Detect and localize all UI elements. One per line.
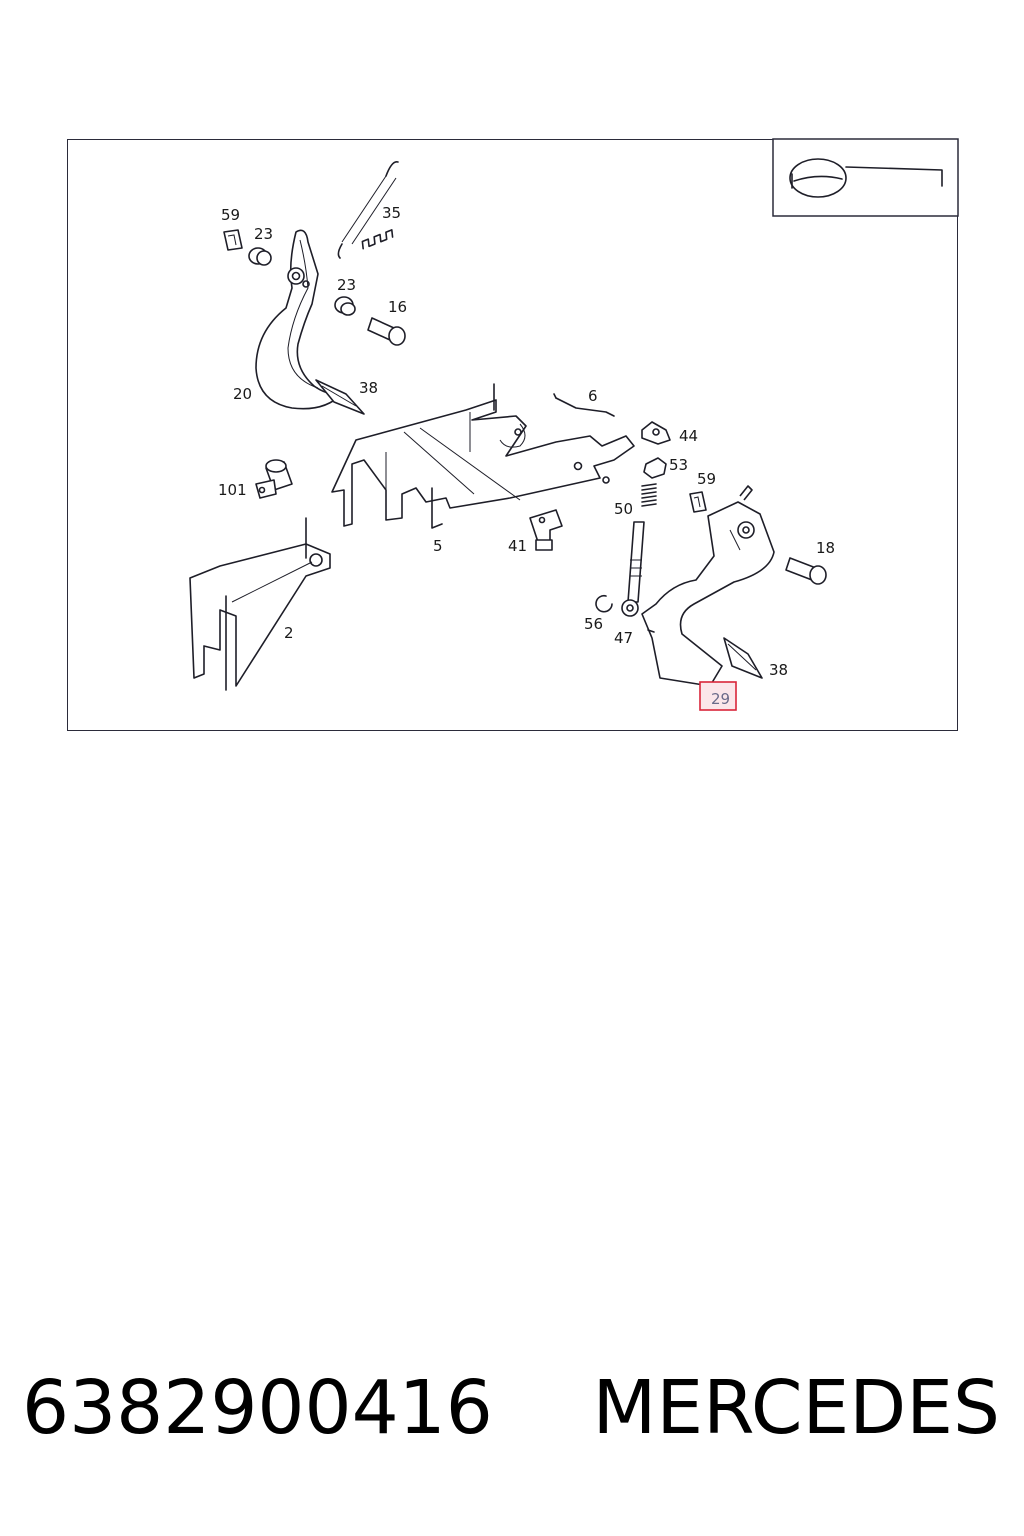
footer: 6382900416 MERCEDES bbox=[0, 1365, 1024, 1465]
part-47-push-rod bbox=[621, 521, 645, 617]
part-29-pedal bbox=[641, 485, 775, 687]
label-6[interactable]: 6 bbox=[588, 387, 598, 405]
label-101[interactable]: 101 bbox=[218, 481, 247, 499]
label-50[interactable]: 50 bbox=[614, 500, 633, 518]
label-16[interactable]: 16 bbox=[388, 298, 407, 316]
label-35[interactable]: 35 bbox=[382, 204, 401, 222]
label-23-top[interactable]: 23 bbox=[254, 225, 273, 243]
highlight-box-29 bbox=[699, 681, 737, 711]
part-23-bushing-mid bbox=[334, 296, 356, 316]
part-38-pad-upper bbox=[315, 379, 365, 415]
part-59-clip-right bbox=[689, 491, 707, 513]
part-18-pin bbox=[785, 557, 827, 585]
part-41-bracket bbox=[529, 509, 563, 551]
label-5[interactable]: 5 bbox=[433, 537, 443, 555]
label-2[interactable]: 2 bbox=[284, 624, 294, 642]
label-20[interactable]: 20 bbox=[233, 385, 252, 403]
label-23-mid[interactable]: 23 bbox=[337, 276, 356, 294]
part-6-rod bbox=[553, 393, 615, 417]
label-59-right[interactable]: 59 bbox=[697, 470, 716, 488]
label-56[interactable]: 56 bbox=[584, 615, 603, 633]
label-41[interactable]: 41 bbox=[508, 537, 527, 555]
part-56-circlip bbox=[595, 594, 613, 613]
part-5-main-bracket bbox=[331, 383, 635, 529]
label-38-upper[interactable]: 38 bbox=[359, 379, 378, 397]
part-38-pad-lower bbox=[723, 637, 763, 679]
label-44[interactable]: 44 bbox=[679, 427, 698, 445]
part-44-clip bbox=[641, 421, 671, 445]
brand-name: MERCEDES bbox=[592, 1365, 1000, 1451]
label-38-lower[interactable]: 38 bbox=[769, 661, 788, 679]
part-23-bushing-top bbox=[248, 247, 272, 266]
part-35-spring bbox=[337, 160, 399, 259]
callout-labels: 59 23 35 23 16 20 38 6 44 53 101 59 50 5… bbox=[218, 204, 835, 708]
steering-wheel-inset bbox=[772, 138, 959, 217]
part-59-clip-left bbox=[223, 229, 243, 251]
part-53-nut bbox=[643, 457, 667, 479]
steering-wheel-icon bbox=[789, 158, 943, 198]
part-2-lower-bracket bbox=[189, 517, 331, 691]
label-18[interactable]: 18 bbox=[816, 539, 835, 557]
label-29[interactable]: 29 bbox=[711, 690, 730, 708]
label-59-left[interactable]: 59 bbox=[221, 206, 240, 224]
part-50-spring bbox=[641, 483, 657, 507]
part-16-pin bbox=[367, 317, 406, 346]
part-101-switch bbox=[255, 459, 293, 499]
label-53[interactable]: 53 bbox=[669, 456, 688, 474]
part-number: 6382900416 bbox=[22, 1365, 493, 1451]
label-47[interactable]: 47 bbox=[614, 629, 633, 647]
